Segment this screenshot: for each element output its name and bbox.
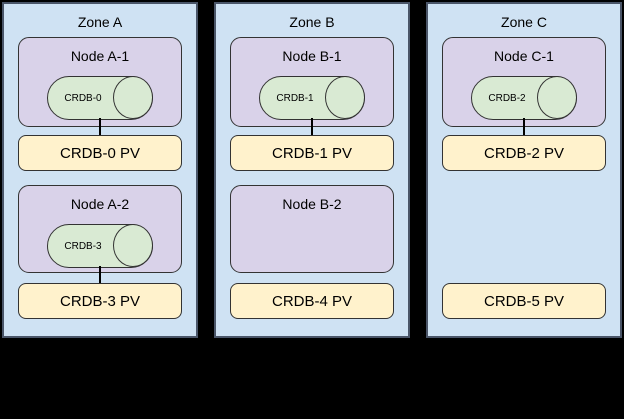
zone-a: Zone A Node A-1 CRDB-0 CRDB-0 PV Node A-… [2,2,198,338]
crdb-3-cylinder-label: CRDB-3 [64,240,102,252]
crdb-1-pv-box: CRDB-1 PV [230,135,394,171]
node-c1-box: Node C-1 CRDB-2 [442,37,606,127]
crdb-3-cylinder: CRDB-3 [47,224,153,268]
zone-b-label: Zone B [289,14,335,30]
crdb-0-cylinder: CRDB-0 [47,76,153,120]
node-b1-box: Node B-1 CRDB-1 [230,37,394,127]
cylinder-end-cap [113,76,153,119]
cylinder-end-cap [113,224,153,267]
node-a2-box: Node A-2 CRDB-3 [18,185,182,273]
node-a2-label: Node A-2 [70,196,130,212]
crdb-3-pv-box: CRDB-3 PV [18,283,182,319]
zone-b: Zone B Node B-1 CRDB-1 CRDB-1 PV Node B-… [214,2,410,338]
crdb-5-pv-box: CRDB-5 PV [442,283,606,319]
crdb-1-cylinder: CRDB-1 [259,76,365,120]
zone-c-label: Zone C [501,14,547,30]
crdb-0-pv-box: CRDB-0 PV [18,135,182,171]
node-c1-label: Node C-1 [494,48,554,64]
cylinder-end-cap [537,76,577,119]
connector-line-c1 [523,118,525,135]
node-b2-label: Node B-2 [282,196,342,212]
node-b2-box: Node B-2 [230,185,394,273]
connector-line-a2 [99,266,101,283]
connector-line-a1 [99,118,101,135]
crdb-1-cylinder-label: CRDB-1 [276,92,314,104]
zone-a-label: Zone A [77,14,123,30]
node-a1-box: Node A-1 CRDB-0 [18,37,182,127]
node-b1-label: Node B-1 [282,48,342,64]
crdb-2-cylinder: CRDB-2 [471,76,577,120]
crdb-2-pv-box: CRDB-2 PV [442,135,606,171]
node-a1-label: Node A-1 [70,48,130,64]
crdb-0-cylinder-label: CRDB-0 [64,92,102,104]
cylinder-end-cap [325,76,365,119]
crdb-2-cylinder-label: CRDB-2 [488,92,526,104]
crdb-4-pv-box: CRDB-4 PV [230,283,394,319]
connector-line-b1 [311,118,313,135]
zone-c: Zone C Node C-1 CRDB-2 CRDB-2 PV CRDB-5 … [426,2,622,338]
